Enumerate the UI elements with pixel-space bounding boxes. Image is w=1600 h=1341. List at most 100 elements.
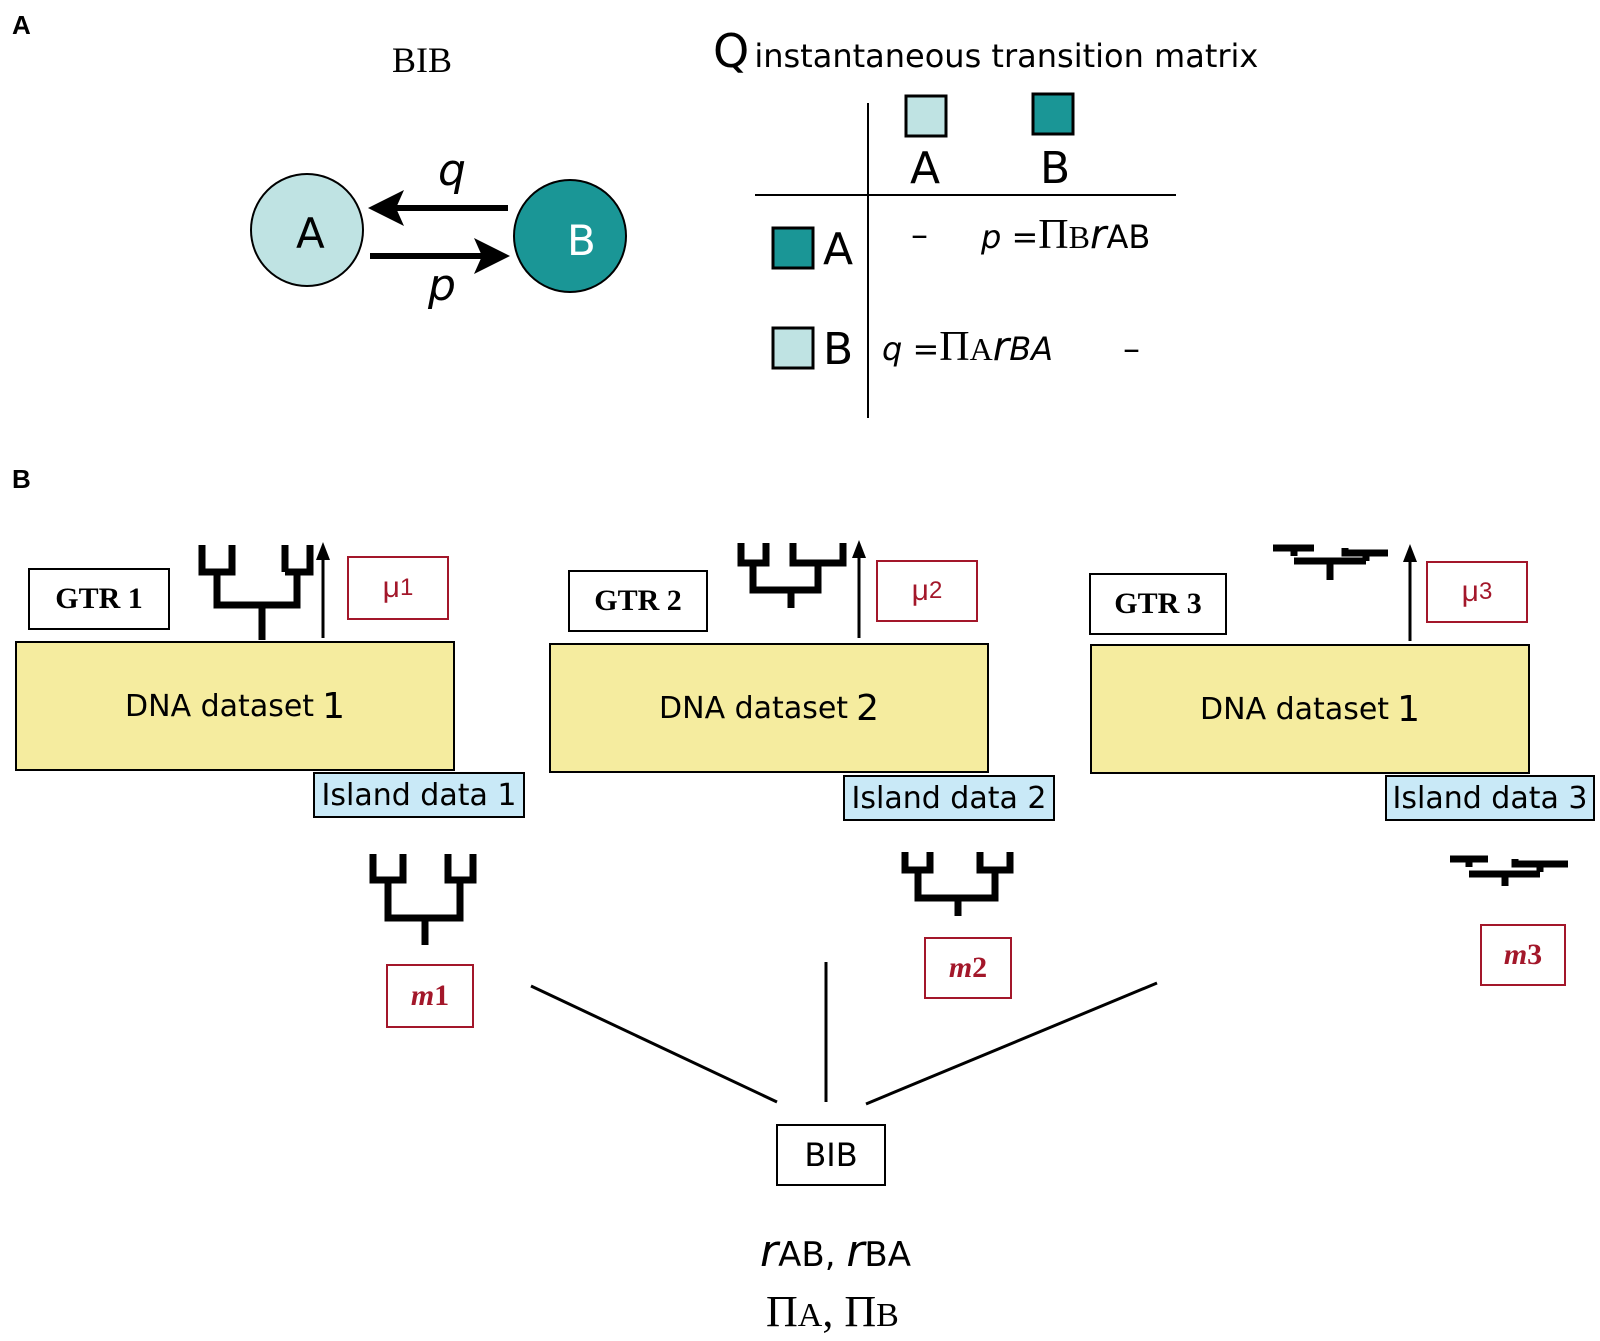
m-symbol-1: m	[410, 979, 435, 1012]
rate-p-label: p	[428, 260, 456, 311]
up-arrow-3	[1403, 544, 1417, 641]
cell-bb-dash: –	[1123, 329, 1140, 369]
r-symbol: r	[992, 324, 1010, 370]
cell-ba-formula: q =ΠArBA	[882, 326, 1053, 368]
m-num-3: 3	[1527, 938, 1543, 971]
col-a-label: A	[910, 143, 941, 194]
col-a-swatch	[904, 94, 948, 138]
up-arrow-1	[316, 542, 330, 638]
mu-symbol-2: μ	[911, 574, 929, 607]
gene-tree-bottom-3	[1450, 855, 1568, 886]
island-box-3: Island data 3	[1385, 775, 1595, 821]
state-a-label: A	[296, 209, 325, 258]
arrow-q	[368, 190, 508, 226]
pi-symbol: Π	[939, 324, 970, 370]
pi-symbol: Π	[1038, 212, 1069, 258]
dna-text-2: DNA dataset	[659, 690, 849, 726]
rate-ba-sub: BA	[864, 1235, 911, 1275]
mu-sub-3: 3	[1478, 578, 1493, 605]
rate-parameters: rAB, rBA	[760, 1230, 911, 1274]
dna-num-3: 1	[1397, 688, 1420, 730]
equals-sign: =	[912, 330, 940, 368]
p-lhs: p	[981, 218, 1002, 256]
connector-line-1	[530, 984, 778, 1104]
rate-q-label: q	[438, 145, 466, 196]
col-b-label: B	[1040, 143, 1071, 194]
state-b-label: B	[567, 216, 596, 265]
mu-symbol-3: μ	[1461, 575, 1479, 608]
gtr-box-2: GTR 2	[568, 570, 708, 632]
gene-tree-top-3	[1273, 544, 1388, 580]
equals-sign: =	[1011, 218, 1039, 256]
gene-tree-bottom-2	[901, 852, 1014, 916]
rate-separator: ,	[824, 1235, 836, 1275]
pi-symbol-b: Π	[844, 1287, 877, 1336]
pi-sub-b: B	[1068, 219, 1090, 255]
state-b-circle	[513, 179, 627, 293]
m-symbol-3: m	[1503, 938, 1528, 971]
row-b-label: B	[823, 324, 854, 375]
dna-num-1: 1	[322, 685, 345, 727]
dna-text-3: DNA dataset	[1200, 691, 1390, 727]
cell-aa-dash: –	[911, 215, 928, 255]
rate-r-ab: r	[760, 1226, 779, 1277]
state-a-circle	[250, 173, 364, 287]
dna-num-2: 2	[856, 687, 879, 729]
matrix-symbol: Q	[713, 24, 750, 78]
gtr-box-1: GTR 1	[28, 568, 170, 630]
r-sub-ba: BA	[1009, 330, 1054, 368]
r-sub-ab: AB	[1106, 218, 1151, 256]
rate-ab-sub: AB	[778, 1235, 825, 1275]
connector-line-3	[865, 981, 1158, 1106]
island-label-3: Island data 3	[1392, 780, 1588, 816]
bib-box: BIB	[776, 1124, 886, 1186]
row-a-label: A	[823, 224, 854, 275]
frequency-parameters: ΠA, ΠB	[766, 1290, 899, 1334]
panel-a-label: A	[12, 10, 31, 40]
matrix-title-text: instantaneous transition matrix	[754, 37, 1259, 75]
panel-a-title: BIB	[392, 40, 453, 80]
r-symbol: r	[1089, 212, 1107, 258]
gene-tree-top-1	[198, 545, 314, 640]
arrow-p	[370, 238, 510, 274]
dna-box-2	[549, 643, 989, 773]
mu-sub-1: 1	[399, 574, 414, 601]
mu-sub-2: 2	[928, 577, 943, 604]
m-num-1: 1	[434, 979, 450, 1012]
gene-tree-bottom-1	[369, 854, 477, 945]
gtr-label-2: GTR 2	[594, 584, 682, 617]
matrix-title: Q instantaneous transition matrix	[713, 28, 1258, 74]
dna-box-1	[15, 641, 455, 771]
m-num-2: 2	[972, 951, 988, 984]
q-lhs: q	[882, 330, 903, 368]
up-arrow-2	[852, 540, 866, 638]
mu-symbol-1: μ	[382, 571, 400, 604]
pi-sub-b: B	[876, 1297, 899, 1334]
gtr-label-1: GTR 1	[55, 582, 143, 615]
cell-ab-formula: p =ΠBrAB	[981, 214, 1150, 256]
dna-text-1: DNA dataset	[125, 688, 315, 724]
m-symbol-2: m	[948, 951, 973, 984]
island-label-1: Island data 1	[321, 777, 517, 813]
pi-separator: ,	[822, 1287, 834, 1336]
pi-sub-a: A	[797, 1297, 823, 1334]
rate-r-ba: r	[846, 1226, 865, 1277]
island-label-2: Island data 2	[851, 780, 1047, 816]
col-b-swatch	[1031, 92, 1075, 136]
row-b-swatch	[771, 326, 815, 370]
panel-b-label: B	[12, 464, 31, 494]
pi-sub-a: A	[969, 331, 993, 367]
island-box-2: Island data 2	[843, 775, 1055, 821]
row-a-swatch	[771, 226, 815, 270]
gene-tree-top-2	[737, 543, 847, 608]
